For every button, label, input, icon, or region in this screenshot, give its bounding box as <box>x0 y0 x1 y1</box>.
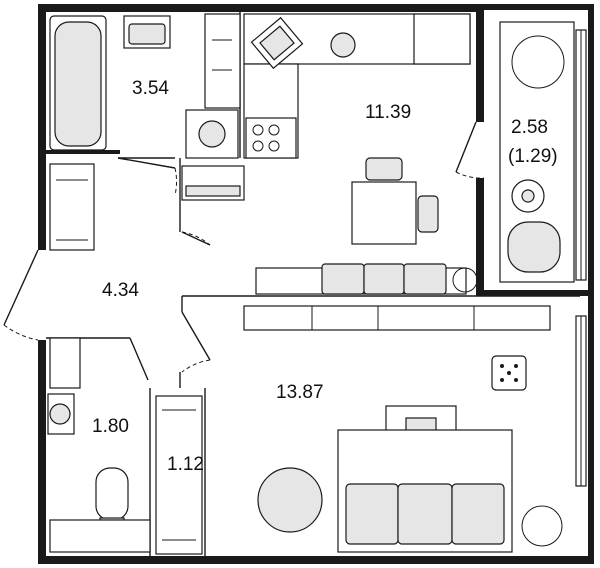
hall-cabinet <box>181 165 245 201</box>
doors <box>3 121 485 381</box>
area-label-balcony: 2.58 <box>511 117 548 138</box>
wardrobe-hall <box>49 163 95 251</box>
shelving <box>204 13 241 109</box>
windows <box>575 29 587 487</box>
sofa-kitchen <box>255 263 467 295</box>
closet-wardrobe <box>155 395 203 555</box>
sink-icon <box>123 15 171 49</box>
dice-icon <box>491 355 527 391</box>
armchair-icon <box>257 467 323 533</box>
living-shelf <box>243 305 551 331</box>
area-label-bathroom: 3.54 <box>132 78 169 99</box>
sofa-living <box>337 429 513 553</box>
wc-sink <box>47 393 75 435</box>
wc-cabinets <box>49 337 151 553</box>
fridge-icon <box>413 13 471 65</box>
area-label-living-room: 13.87 <box>276 382 324 403</box>
bathtub <box>49 15 107 151</box>
dining-table <box>351 157 439 245</box>
balcony-furniture <box>499 21 575 283</box>
area-label-balcony-reduced: (1.29) <box>508 146 558 167</box>
exterior-walls <box>38 4 594 564</box>
washing-machine-icon <box>185 109 239 159</box>
area-label-closet: 1.12 <box>167 454 204 475</box>
plant-living-icon <box>521 505 563 547</box>
plant-icon <box>452 267 478 293</box>
stove-icon <box>245 117 297 159</box>
dishwasher-icon <box>330 32 356 58</box>
area-label-wc: 1.80 <box>92 416 129 437</box>
kitchen-sink-icon <box>250 16 304 70</box>
area-label-hallway: 4.34 <box>102 280 139 301</box>
area-label-kitchen: 11.39 <box>365 102 411 123</box>
